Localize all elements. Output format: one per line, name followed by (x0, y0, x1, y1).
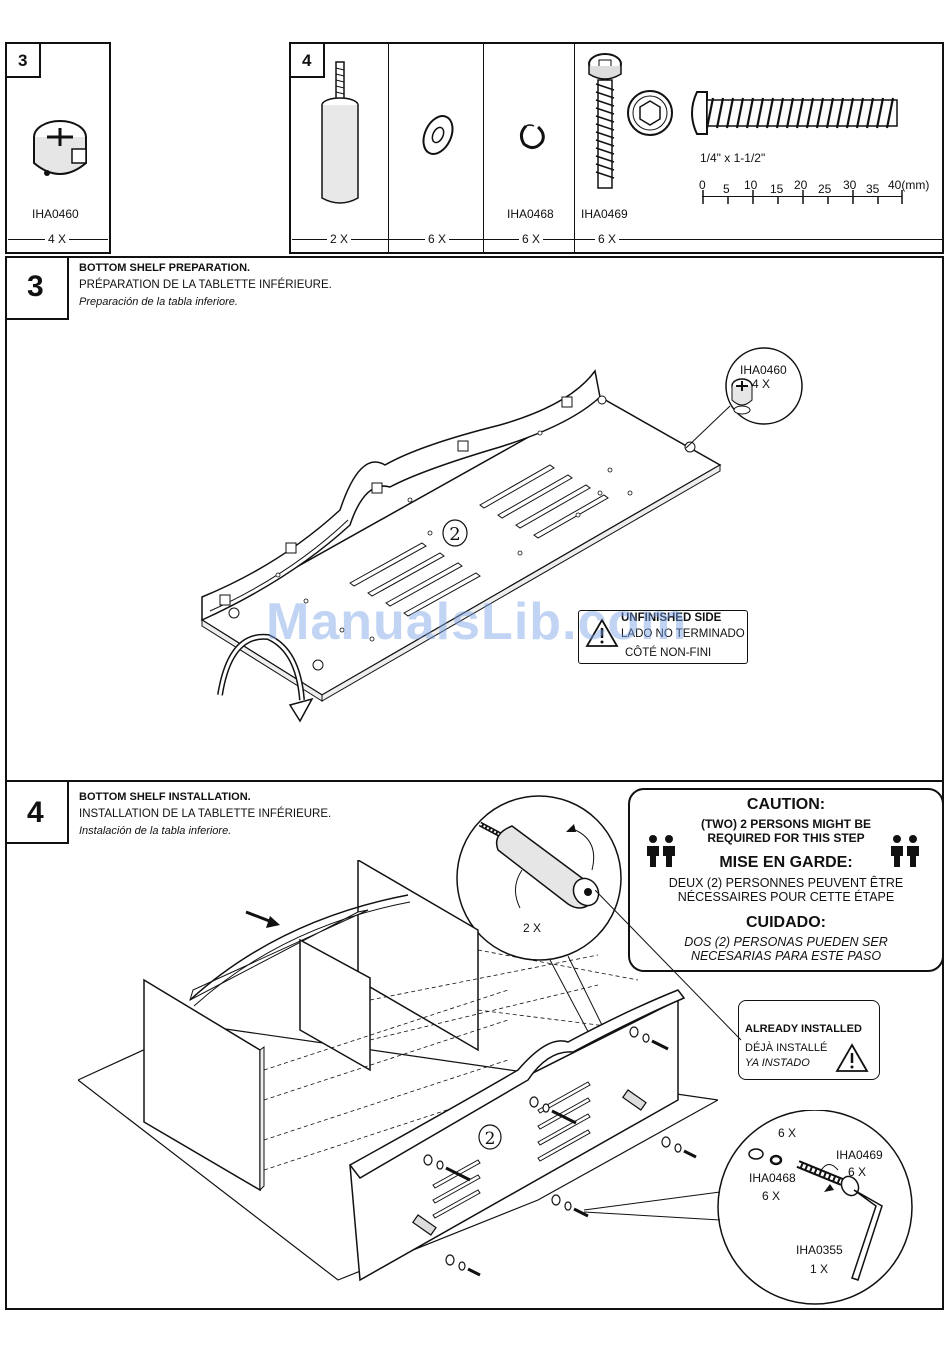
divider (483, 42, 484, 254)
caution-line: DOS (2) PERSONAS PUEDEN SER (684, 935, 888, 949)
caution-line: REQUIRED FOR THIS STEP (707, 831, 865, 845)
already-es: YA INSTADO (745, 1057, 810, 1069)
washer-qty: 6 X (778, 1126, 797, 1140)
two-persons-icon (891, 835, 919, 867)
flat-washer-icon (422, 115, 454, 155)
two-persons-icon (647, 835, 675, 867)
shelf-installation-illustration: 2 (78, 860, 718, 1282)
step3-title-en: BOTTOM SHELF PREPARATION. (79, 262, 251, 274)
step3-title-fr: PRÉPARATION DE LA TABLETTE INFÉRIEURE. (79, 279, 332, 291)
bolt-head-icon (627, 90, 673, 136)
ruler-tick-label: 40(mm) (888, 178, 930, 192)
already-installed-label: ALREADY INSTALLED DÉJÀ INSTALLÉ YA INSTA… (738, 1000, 880, 1080)
hardware-callout (583, 1110, 913, 1305)
finish-es: LADO NO TERMINADO (621, 628, 745, 640)
warning-icon (585, 618, 619, 647)
parts-box-step4 (289, 42, 944, 254)
step3-shelf-label: 2 (449, 524, 460, 545)
ruler-tick-label: 15 (770, 182, 784, 196)
caution-line: DEUX (2) PERSONNES PEUVENT ÊTRE (668, 876, 904, 890)
caution-heading-fr: MISE EN GARDE: (719, 854, 853, 871)
parts-box-step3 (5, 42, 111, 254)
dowel-detail-qty: 2 X (523, 921, 542, 935)
step4-title-fr: INSTALLATION DE LA TABLETTE INFÉRIEURE. (79, 808, 332, 820)
part-qty: 6 X (595, 232, 620, 246)
already-en: ALREADY INSTALLED (745, 1023, 862, 1035)
caution-line: NÉCESSAIRES POUR CETTE ÉTAPE (677, 890, 895, 904)
bolt-qty: 6 X (848, 1165, 867, 1179)
parts-step-number: 4 (302, 51, 312, 70)
ruler-tick-label: 35 (866, 182, 880, 196)
lock-washer-qty: 6 X (762, 1189, 781, 1203)
callout-code: IHA0460 (740, 363, 787, 377)
caution-heading-es: CUIDADO: (746, 914, 826, 931)
cam-lock-icon (33, 120, 87, 176)
bottom-shelf-illustration: 2 (200, 369, 722, 723)
ruler: 0 5 10 15 20 25 30 35 40(mm) (699, 176, 942, 206)
divider (574, 42, 575, 254)
finish-en: UNFINISHED SIDE (621, 612, 722, 624)
lock-washer-code: IHA0468 (749, 1171, 796, 1185)
step-num-box (289, 42, 325, 78)
part-qty: 6 X (519, 232, 544, 246)
bolt-horizontal-icon (691, 91, 898, 135)
unfinished-side-label: UNFINISHED SIDE LADO NO TERMINADO CÔTÉ N… (578, 610, 748, 664)
lock-washer-icon (519, 124, 545, 149)
caution-line: NECESARIAS PARA ESTE PASO (690, 949, 882, 963)
leader-line (595, 890, 742, 1041)
step3-number: 3 (27, 270, 44, 303)
watermark: ManualsLib.com (266, 593, 688, 651)
part-code-iha0469: IHA0469 (581, 207, 628, 221)
ruler-tick-label: 0 (699, 178, 706, 192)
ruler-tick-label: 10 (744, 178, 758, 192)
step4-panel (5, 780, 944, 1310)
ruler-tick-label: 5 (723, 182, 730, 196)
bolt-size: 1/4" x 1-1/2" (700, 151, 766, 165)
ruler-ticks (702, 190, 903, 204)
part-code-iha0468: IHA0468 (507, 207, 554, 221)
part-code-iha0460: IHA0460 (32, 207, 79, 221)
dowel-detail-callout (456, 795, 629, 1089)
dowel-bolt-icon (321, 61, 359, 204)
step4-shelf-label: 2 (485, 1129, 496, 1149)
step3-number-box (5, 256, 69, 320)
step3-title-es: Preparación de la tabla inferiore. (79, 296, 238, 308)
ruler-line (702, 196, 902, 197)
step4-title-es: Instalación de la tabla inferiore. (79, 825, 232, 837)
ruler-tick-label: 30 (843, 178, 857, 192)
caution-box: CAUTION: (TWO) 2 PERSONS MIGHT BE REQUIR… (628, 788, 944, 972)
step4-title-en: BOTTOM SHELF INSTALLATION. (79, 791, 251, 803)
part-qty: 2 X (327, 232, 352, 246)
finish-fr: CÔTÉ NON-FINI (625, 647, 712, 659)
part-qty: 6 X (425, 232, 450, 246)
ruler-tick-label: 20 (794, 178, 808, 192)
hex-bolt-icon (588, 53, 622, 189)
part-qty: 4 X (45, 232, 70, 246)
parts-step-number: 3 (18, 51, 28, 70)
ruler-tick-label: 25 (818, 182, 832, 196)
caution-line: (TWO) 2 PERSONS MIGHT BE (700, 817, 871, 831)
hex-key-qty: 1 X (810, 1262, 829, 1276)
warning-icon (835, 1043, 869, 1072)
step4-number: 4 (27, 796, 44, 829)
bolt-code: IHA0469 (836, 1148, 883, 1162)
cam-lock-callout (685, 347, 803, 449)
caution-heading-en: CAUTION: (746, 796, 826, 813)
callout-qty: 4 X (752, 377, 771, 391)
step-num-box (5, 42, 41, 78)
step4-number-box (5, 780, 69, 844)
hex-key-code: IHA0355 (796, 1243, 843, 1257)
divider (388, 42, 389, 254)
already-fr: DÉJÀ INSTALLÉ (745, 1042, 828, 1054)
